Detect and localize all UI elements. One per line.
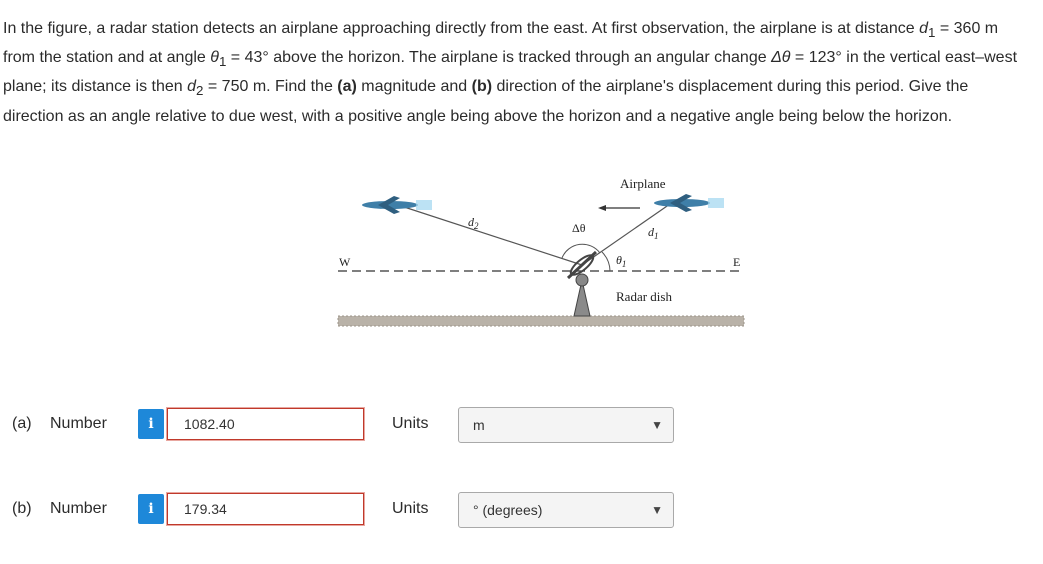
units-select-a[interactable]: m ▼ (458, 407, 674, 443)
number-label: Number (50, 415, 107, 432)
d2-line (397, 204, 583, 266)
theta1-label: θ1 (616, 253, 626, 269)
d1-line (581, 203, 671, 266)
radar-figure: Airplane Radar dish W E d2 Δθ d1 θ1 (330, 168, 750, 333)
info-icon[interactable]: i (138, 494, 164, 524)
units-label: Units (392, 500, 429, 517)
part-label: (b) (12, 500, 32, 517)
dtheta-arc (561, 243, 601, 259)
west-label: W (339, 255, 351, 269)
radar-dish-icon (566, 250, 598, 317)
part-label: (a) (12, 415, 32, 432)
chevron-down-icon: ▼ (651, 503, 663, 517)
answer-row-b: (b) Number i Units ° (degrees) ▼ (0, 490, 1043, 530)
airplane-label: Airplane (620, 176, 666, 191)
info-icon[interactable]: i (138, 409, 164, 439)
ground (338, 316, 744, 326)
chevron-down-icon: ▼ (651, 418, 663, 432)
units-label: Units (392, 415, 429, 432)
answer-row-a: (a) Number i Units m ▼ (0, 405, 1043, 445)
east-label: E (733, 255, 740, 269)
d2-label: d2 (468, 215, 479, 231)
d1-label: d1 (648, 225, 659, 241)
airplane-west-icon (362, 196, 432, 214)
number-label: Number (50, 500, 107, 517)
problem-statement: In the figure, a radar station detects a… (3, 20, 1018, 125)
radar-label: Radar dish (616, 289, 672, 304)
number-input-b[interactable] (166, 492, 365, 526)
theta1-arc (601, 251, 611, 272)
units-selected-value: ° (degrees) (473, 502, 543, 518)
airplane-east-icon (654, 194, 724, 212)
number-input-a[interactable] (166, 407, 365, 441)
units-selected-value: m (473, 417, 485, 433)
dtheta-label: Δθ (572, 221, 586, 235)
units-select-b[interactable]: ° (degrees) ▼ (458, 492, 674, 528)
